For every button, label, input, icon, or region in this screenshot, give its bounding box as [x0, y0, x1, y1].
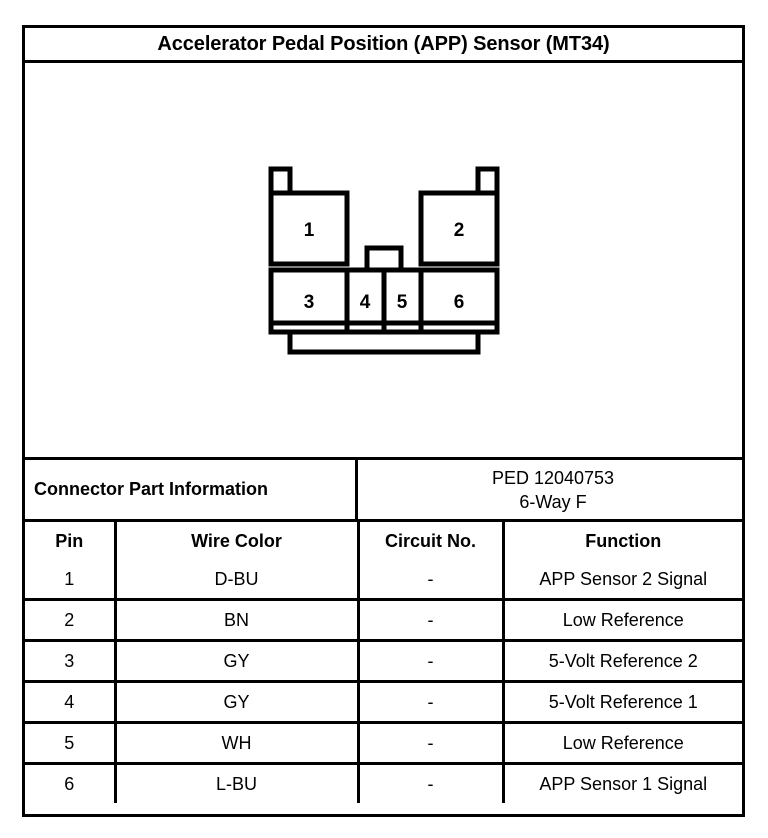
pin-label-1: 1 [303, 220, 314, 241]
pin-label-5: 5 [396, 292, 407, 313]
pin-label-6: 6 [453, 292, 464, 313]
pin-label-2: 2 [453, 220, 464, 241]
cell-circuit-no: - [358, 640, 505, 683]
table-row: 4 GY - 5-Volt Reference 1 [25, 681, 742, 724]
cell-function: APP Sensor 2 Signal [503, 560, 742, 601]
part-information-value: PED 12040753 6-Way F [358, 460, 742, 519]
table-header-row: Pin Wire Color Circuit No. Function [25, 522, 742, 560]
table-row: 3 GY - 5-Volt Reference 2 [25, 640, 742, 683]
table-row: 1 D-BU - APP Sensor 2 Signal [25, 560, 742, 601]
cell-pin: 5 [25, 722, 117, 765]
cell-circuit-no: - [358, 722, 505, 765]
connector-diagram-area: 1 2 3 4 5 6 [25, 63, 742, 460]
connector-base-block [287, 329, 480, 355]
cell-wire-color: BN [115, 599, 360, 642]
cell-wire-color: D-BU [115, 560, 360, 601]
connector-svg: 1 2 3 4 5 6 [268, 166, 499, 355]
cell-pin: 2 [25, 599, 117, 642]
cell-pin: 3 [25, 640, 117, 683]
center-keyway-notch-icon [364, 245, 403, 273]
part-number: PED 12040753 [491, 467, 615, 488]
pin-label-3: 3 [303, 292, 314, 313]
cell-circuit-no: - [358, 560, 505, 601]
way-description: 6-Way F [519, 491, 587, 512]
cell-function: Low Reference [503, 722, 742, 765]
cell-circuit-no: - [358, 599, 505, 642]
cell-function: 5-Volt Reference 2 [503, 640, 742, 683]
cell-function: 5-Volt Reference 1 [503, 681, 742, 724]
table-row: 6 L-BU - APP Sensor 1 Signal [25, 763, 742, 803]
cell-wire-color: GY [115, 640, 360, 683]
pin-label-4: 4 [359, 292, 370, 313]
header-pin: Pin [25, 522, 117, 560]
cell-wire-color: WH [115, 722, 360, 765]
header-wire-color: Wire Color [115, 522, 360, 560]
part-information-label: Connector Part Information [25, 460, 358, 519]
pin-cell-1 [268, 190, 349, 267]
cell-function: Low Reference [503, 599, 742, 642]
cell-pin: 1 [25, 560, 117, 601]
cell-wire-color: L-BU [115, 763, 360, 803]
pin-assignment-table: Pin Wire Color Circuit No. Function 1 D-… [25, 522, 742, 803]
page-title: Accelerator Pedal Position (APP) Sensor … [157, 32, 610, 55]
title-bar: Accelerator Pedal Position (APP) Sensor … [25, 28, 742, 63]
connector-part-information-row: Connector Part Information PED 12040753 … [25, 460, 742, 522]
cell-wire-color: GY [115, 681, 360, 724]
header-function: Function [585, 530, 662, 551]
cell-pin: 4 [25, 681, 117, 724]
table-row: 2 BN - Low Reference [25, 599, 742, 642]
connector-illustration: 1 2 3 4 5 6 [259, 160, 509, 360]
pin-cell-2 [418, 190, 499, 267]
cell-function: APP Sensor 1 Signal [539, 773, 708, 794]
cell-circuit-no: - [358, 763, 505, 803]
table-row: 5 WH - Low Reference [25, 722, 742, 765]
cell-pin: 6 [25, 763, 117, 803]
cell-circuit-no: - [358, 681, 505, 724]
connector-datasheet: Accelerator Pedal Position (APP) Sensor … [22, 25, 745, 817]
header-circuit-no: Circuit No. [358, 522, 505, 560]
